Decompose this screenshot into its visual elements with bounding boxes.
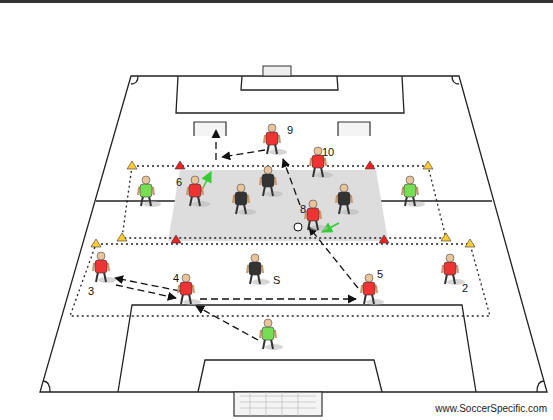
player-number: 10 [322, 146, 334, 158]
watermark: www.SoccerSpecific.com [435, 403, 547, 415]
player-number: 2 [462, 282, 468, 294]
cone [91, 239, 101, 247]
cone [117, 233, 127, 241]
player-number: S [273, 274, 280, 286]
cone [171, 235, 181, 243]
cone [441, 233, 451, 241]
pitch-lines [40, 76, 547, 392]
run-arrows [201, 172, 339, 232]
top-bar [0, 0, 553, 3]
pass-arrows [115, 130, 358, 340]
cone [175, 161, 185, 169]
player-figure [178, 274, 201, 305]
cones [91, 161, 475, 247]
ball [294, 223, 302, 231]
player-number: 6 [176, 176, 182, 188]
player-number: 8 [300, 203, 306, 215]
player-figure [442, 254, 465, 285]
player-figure [247, 254, 270, 285]
player-figure [336, 184, 359, 215]
player-figure [402, 176, 425, 207]
cone [365, 161, 375, 169]
cone [379, 235, 389, 243]
bottom-goal [234, 392, 322, 416]
player-figure [260, 166, 283, 197]
player-figure [187, 176, 210, 207]
top-goal [263, 66, 291, 76]
player-figure [260, 319, 283, 350]
grid-areas [70, 166, 490, 316]
small-goals [194, 122, 370, 136]
player-number: 9 [287, 124, 293, 136]
player-number: 4 [173, 272, 179, 284]
player-figure [138, 176, 161, 207]
player-number: 5 [377, 268, 383, 280]
player-figure [93, 252, 116, 283]
players [93, 124, 465, 350]
cone [423, 161, 433, 169]
cone [127, 161, 137, 169]
player-number: 3 [88, 285, 94, 297]
player-figure [305, 200, 328, 231]
shaded-zone [168, 170, 388, 241]
player-figure [264, 124, 287, 155]
cone [465, 239, 475, 247]
player-figure [233, 184, 256, 215]
